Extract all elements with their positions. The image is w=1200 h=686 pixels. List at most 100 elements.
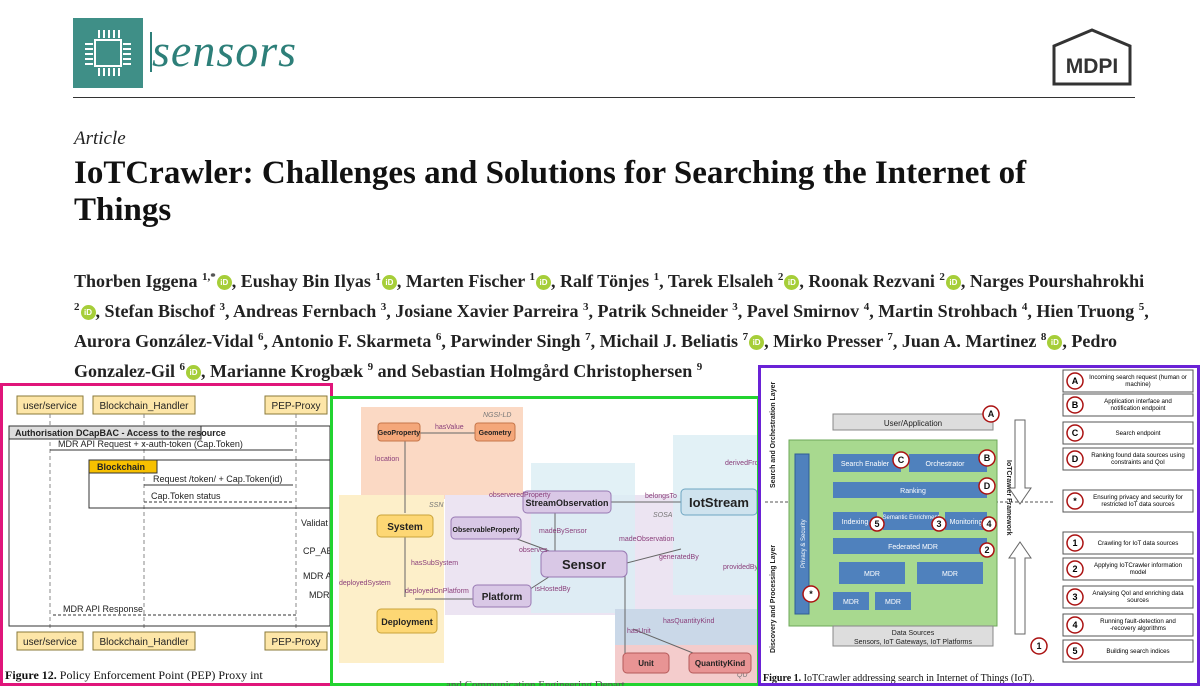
box-ranking xyxy=(833,482,987,498)
layer-search-label: Search and Orchestration Layer xyxy=(770,382,777,488)
group-ssn-label: SSN xyxy=(429,502,444,509)
edge-hasunit: hasUnit xyxy=(627,628,651,635)
node-deployment-label: Deployment xyxy=(381,617,433,627)
figure-12-caption-text: Policy Enforcement Point (PEP) Proxy int xyxy=(59,668,263,682)
author-affiliation: 4 xyxy=(1021,301,1028,313)
legend-marker xyxy=(1066,534,1084,552)
participant-pep-label: PEP-Proxy xyxy=(272,401,321,412)
author-affiliation: 7 xyxy=(887,331,893,343)
box-mdr-4-label: MDR xyxy=(885,599,901,606)
author: Thorben Iggena 1,*iD xyxy=(74,271,232,291)
author-affiliation: 9 xyxy=(367,361,374,373)
box-mdr-3 xyxy=(833,592,869,610)
box-mdr-4 xyxy=(875,592,911,610)
participant-blockchain-label: Blockchain_Handler xyxy=(100,401,190,412)
legend-item xyxy=(1062,531,1194,555)
msg-7: MDR xyxy=(309,590,330,600)
group-sosa-label: SOSA xyxy=(653,512,673,519)
legend-marker xyxy=(1066,424,1084,442)
author-list: Thorben Iggena 1,*iD, Eushay Bin Ilyas 1… xyxy=(74,271,1149,381)
edge-hassubsystem: hasSubSystem xyxy=(411,560,458,567)
privacy-bar xyxy=(794,453,810,615)
box-semantic-label: Semantic Enrichment xyxy=(882,515,939,521)
box-search-enabler-label: Search Enabler xyxy=(841,461,890,468)
box-mdr-1 xyxy=(839,562,905,584)
legend-marker xyxy=(1066,616,1084,634)
blockchain-label: Blockchain xyxy=(97,462,145,472)
node-quantitykind-label: QuantityKind xyxy=(695,659,745,668)
author-name: Hien Truong xyxy=(1036,301,1135,321)
box-indexing xyxy=(833,512,877,530)
article-type: Article xyxy=(74,128,126,149)
author-name: Aurora González-Vidal xyxy=(74,331,254,351)
orcid-icon[interactable]: iD xyxy=(216,275,232,290)
author: Parwinder Singh 7 xyxy=(450,331,590,351)
marker-star-label: * xyxy=(809,589,813,599)
author-affiliation: 1 xyxy=(653,271,660,283)
privacy-label: Privacy & Security xyxy=(801,519,807,568)
orcid-icon[interactable]: iD xyxy=(381,275,397,290)
box-mdr-2-label: MDR xyxy=(942,571,958,578)
author-name: Roonak Rezvani xyxy=(808,271,935,291)
edge-observes: observes xyxy=(519,547,548,554)
legend-text: Running fault-detection and-recovery alg… xyxy=(1100,618,1176,632)
under-caption-fragment: and Communication Engineering Depart xyxy=(446,680,625,686)
fig12-frame-tab xyxy=(8,425,202,440)
node-iotstream xyxy=(680,488,757,516)
legend-key: 5 xyxy=(1072,646,1077,656)
orcid-icon[interactable]: iD xyxy=(185,365,201,380)
orcid-icon[interactable]: iD xyxy=(784,275,800,290)
author-affiliation: 6 xyxy=(257,331,264,343)
node-iotstream-label: IotStream xyxy=(689,495,749,510)
participant-pep-bottom xyxy=(264,631,328,651)
author-name: Sebastian Holmgård Christophersen xyxy=(411,361,693,381)
orcid-icon[interactable]: iD xyxy=(749,335,765,350)
legend-item xyxy=(1062,489,1194,513)
marker-4 xyxy=(981,516,997,532)
author-name: Tarek Elsaleh xyxy=(667,271,774,291)
author: Hien Truong 5 xyxy=(1036,301,1144,321)
author-name: Marten Fischer xyxy=(405,271,525,291)
orcid-icon[interactable]: iD xyxy=(1047,335,1063,350)
marker-4-label: 4 xyxy=(986,519,991,529)
author-name: Juan A. Martinez xyxy=(901,331,1037,351)
msg-6: MDR A xyxy=(303,571,330,581)
node-deployment xyxy=(376,608,438,634)
edge-observeredproperty: observeredProperty xyxy=(489,492,551,499)
journal-logo xyxy=(73,18,143,88)
legend-marker xyxy=(1066,492,1084,510)
legend-item xyxy=(1062,639,1194,663)
author-affiliation: 8 xyxy=(1040,331,1047,343)
participant-blockchain-label-bottom: Blockchain_Handler xyxy=(100,637,190,648)
legend-text: Building search indices xyxy=(1106,648,1169,655)
box-orchestrator xyxy=(909,454,987,472)
author: Mirko Presser 7 xyxy=(773,331,893,351)
legend-marker xyxy=(1066,450,1084,468)
node-system-label: System xyxy=(387,522,423,533)
legend-key: 4 xyxy=(1072,620,1077,630)
legend-marker xyxy=(1066,372,1084,390)
node-unit-label: Unit xyxy=(638,659,654,668)
edge-generatedby: generatedBy xyxy=(659,554,699,561)
author-affiliation: 2 xyxy=(939,271,945,283)
orcid-icon[interactable]: iD xyxy=(945,275,961,290)
legend-key: * xyxy=(1073,496,1077,506)
orcid-icon[interactable]: iD xyxy=(535,275,551,290)
edge-ishostedby: isHostedBy xyxy=(535,586,571,593)
marker-5 xyxy=(869,516,885,532)
blockchain-tab xyxy=(88,459,158,474)
node-platform-label: Platform xyxy=(482,592,523,603)
author-affiliation: 1,* xyxy=(202,271,216,283)
marker-3-label: 3 xyxy=(936,519,941,529)
msg-8: MDR API Response xyxy=(63,604,143,614)
participant-blockchain-bottom xyxy=(92,631,196,651)
box-monitoring-label: Monitoring xyxy=(950,519,983,526)
publisher-name: MDPI xyxy=(1066,55,1119,78)
marker-star xyxy=(802,585,820,603)
orcid-icon[interactable]: iD xyxy=(80,305,96,320)
